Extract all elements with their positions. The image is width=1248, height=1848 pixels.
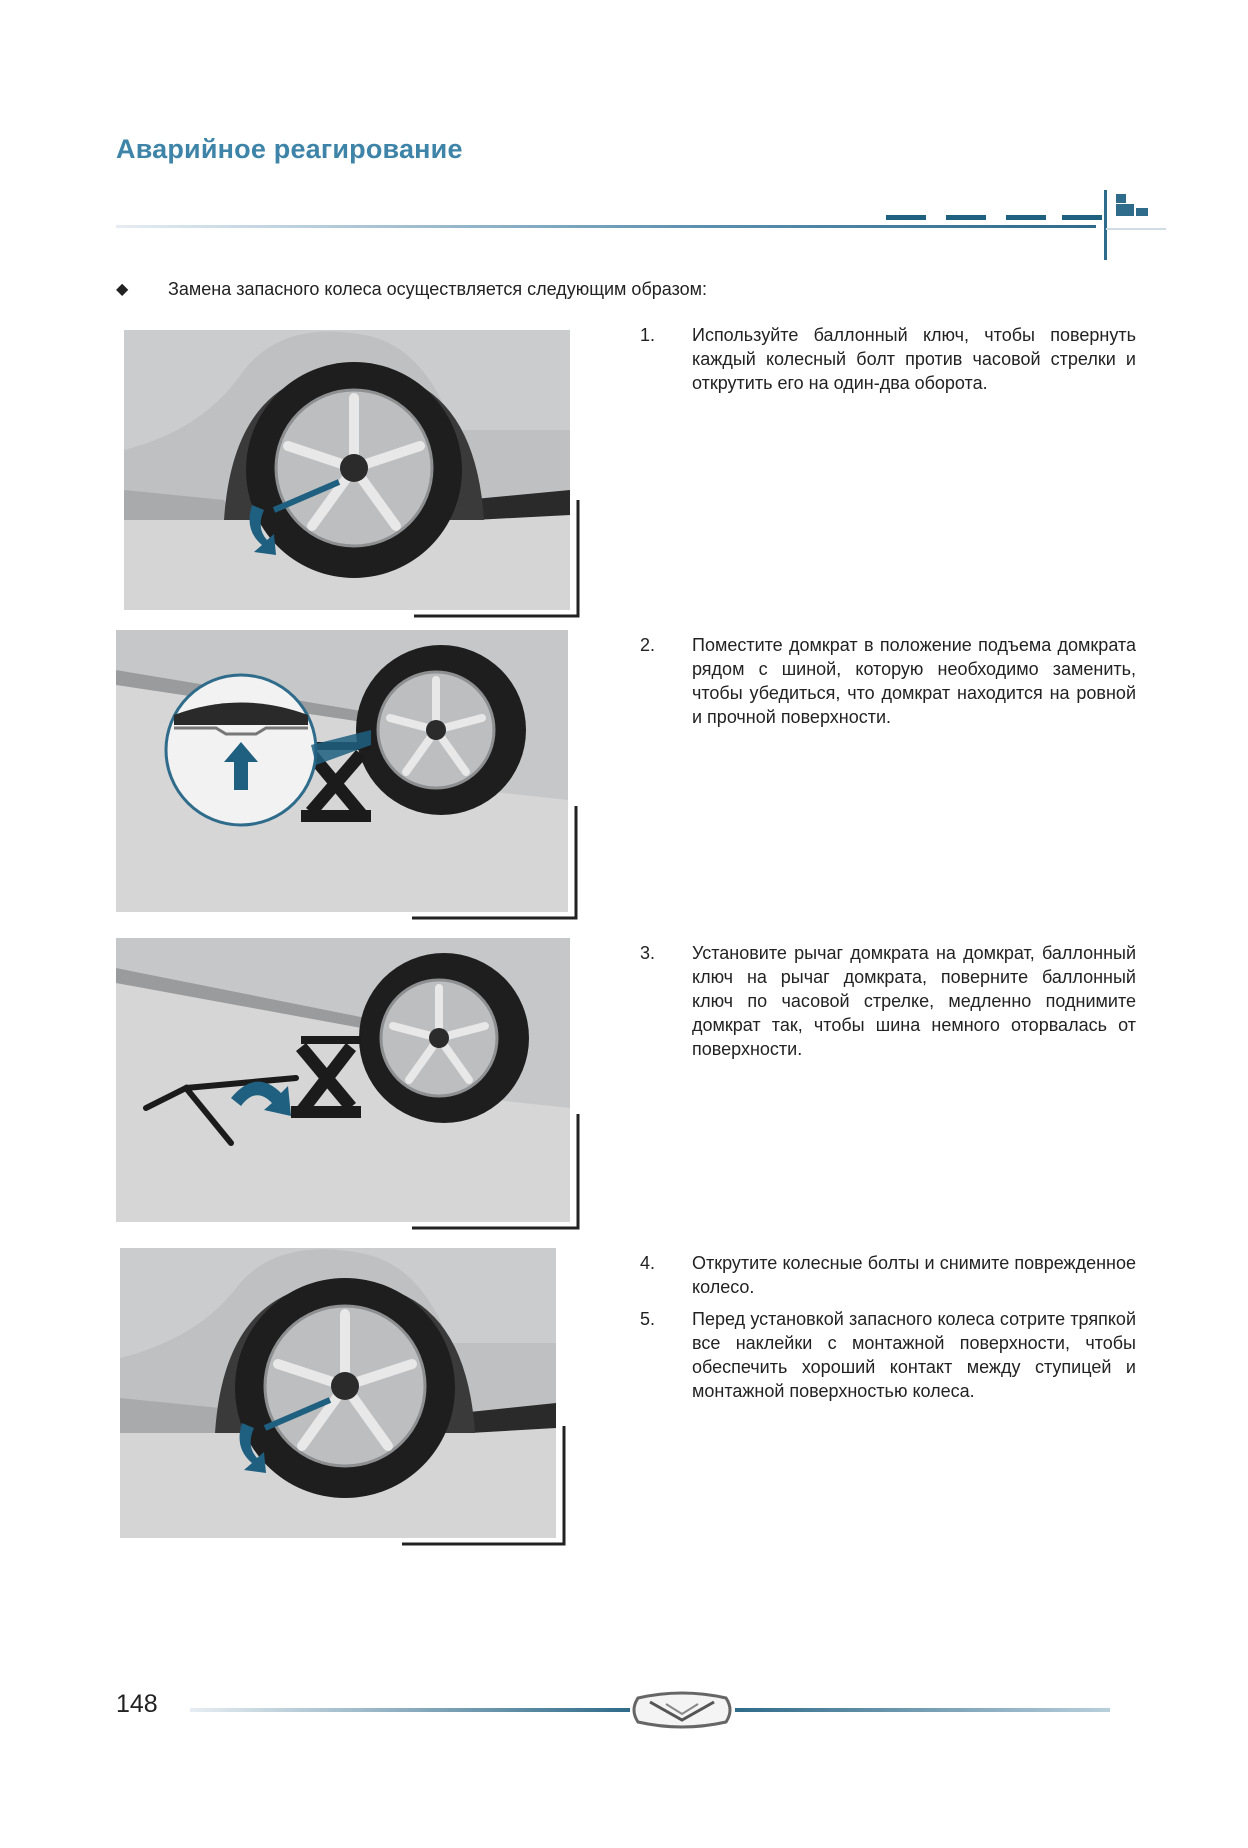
wrench-handle-icon bbox=[143, 1075, 299, 1146]
step-text: Поместите домкрат в положение подъема до… bbox=[692, 635, 1136, 727]
page-number: 148 bbox=[116, 1690, 158, 1718]
page-title: Аварийное реагирование bbox=[116, 134, 463, 164]
figure-raise-jack bbox=[116, 938, 580, 1232]
step-number: 4. bbox=[640, 1253, 656, 1273]
scissor-jack-icon bbox=[291, 1036, 361, 1118]
figure-loosen-bolts bbox=[124, 330, 580, 618]
step-text: Установите рычаг домкрата на домкрат, ба… bbox=[692, 943, 1136, 1059]
figure-remove-bolts bbox=[120, 1248, 566, 1550]
counterclockwise-arrow-icon bbox=[249, 505, 276, 555]
step-number: 3. bbox=[640, 943, 656, 963]
up-arrow-icon bbox=[224, 742, 258, 790]
diamond-bullet-icon: ◆ bbox=[116, 281, 129, 298]
clockwise-arrow-icon bbox=[231, 1081, 291, 1116]
footer-divider bbox=[190, 1691, 1110, 1729]
step-number: 5. bbox=[640, 1309, 656, 1329]
intro-text: Замена запасного колеса осуществляется с… bbox=[168, 279, 708, 299]
step-text: Открутите колесные болты и снимите повре… bbox=[692, 1253, 1136, 1297]
brand-logo-icon bbox=[632, 1691, 732, 1729]
step-number: 2. bbox=[640, 635, 656, 655]
counterclockwise-arrow-icon bbox=[239, 1423, 266, 1473]
step-text: Перед установкой запасного колеса сотрит… bbox=[692, 1309, 1136, 1401]
header-divider bbox=[116, 190, 1166, 260]
figure-position-jack bbox=[116, 630, 578, 922]
step-number: 1. bbox=[640, 325, 656, 345]
scissor-jack-icon bbox=[301, 742, 371, 822]
step-text: Используйте баллонный ключ, чтобы поверн… bbox=[692, 325, 1136, 393]
